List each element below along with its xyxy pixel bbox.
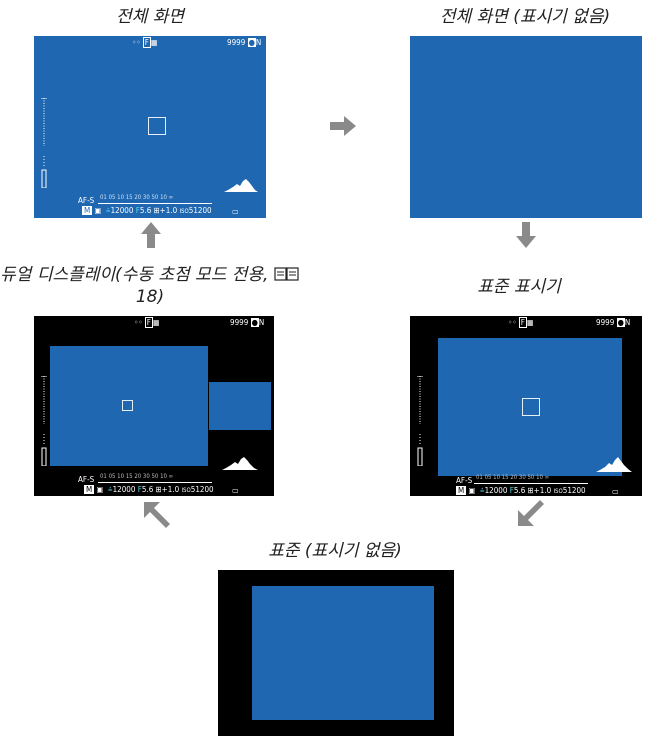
top-icons: ◦◦ F▦ (132, 37, 158, 48)
top-icons: ◦◦ F▦ (134, 317, 160, 328)
histogram (224, 179, 258, 192)
distance-scale: 01 05 10 15 20 30 50 10 ∞ (476, 474, 550, 481)
shots-remaining: 9999 ●N (230, 318, 265, 327)
shots-remaining: 9999 ●N (596, 318, 631, 327)
exposure-scale (41, 376, 47, 466)
arrow-down-icon (516, 222, 536, 248)
caption-standard: 표준 표시기 (477, 277, 561, 297)
arrow-down-left-icon (518, 500, 544, 526)
main-view (50, 346, 208, 466)
screen-dual: ◦◦ F▦ 9999 ●N AF-S 01 05 10 15 20 30 50 … (34, 316, 274, 496)
caption-dual-text: 듀얼 디스플레이(수동 초점 모드 전용, (0, 265, 274, 285)
exposure-scale (41, 98, 47, 188)
exposure-row: M ▣ ⩮12000 F5.6 ⊞+1.0 ISO51200 (82, 206, 212, 215)
top-icons: ◦◦ F▦ (508, 317, 534, 328)
histogram (222, 457, 258, 470)
distance-scale: 01 05 10 15 20 30 50 10 ∞ (100, 473, 174, 480)
battery-icon: ▭ (612, 487, 619, 496)
mode-badge: M (84, 485, 95, 494)
mode-badge: M (82, 206, 93, 215)
distance-bar (98, 203, 212, 204)
arrow-up-icon (141, 222, 161, 248)
caption-dual: 듀얼 디스플레이(수동 초점 모드 전용, 18) (0, 264, 300, 308)
main-view (252, 586, 434, 720)
screen-full-no-indicators (410, 36, 642, 218)
caption-full: 전체 화면 (116, 7, 184, 27)
distance-bar (98, 482, 212, 483)
af-mode: AF-S (78, 196, 95, 205)
battery-icon: ▭ (232, 486, 239, 495)
focus-zoom-view (209, 382, 271, 430)
battery-icon: ▭ (232, 207, 239, 216)
caption-standard-no-indicators: 표준 (표시기 없음) (268, 541, 402, 561)
arrow-up-left-icon (144, 502, 170, 528)
screen-full: ◦◦ F▦ 9999 ●N AF-S 01 05 10 15 20 30 50 … (34, 36, 266, 218)
main-view (438, 338, 622, 476)
caption-dual-page: 18) (135, 287, 165, 307)
focus-frame[interactable] (122, 400, 133, 411)
exposure-row: M ▣ ⩮12000 F5.6 ⊞+1.0 ISO51200 (456, 486, 586, 495)
exposure-row: M ▣ ⩮12000 F5.6 ⊞+1.0 ISO51200 (84, 485, 214, 494)
screen-standard-no-indicators (218, 570, 454, 736)
book-icon (274, 267, 299, 281)
focus-frame[interactable] (148, 117, 166, 135)
arrow-right-icon (330, 116, 356, 136)
screen-standard: ◦◦ F▦ 9999 ●N AF-S 01 05 10 15 20 30 50 … (410, 316, 642, 496)
shots-remaining: 9999 ●N (227, 38, 262, 47)
distance-scale: 01 05 10 15 20 30 50 10 ∞ (100, 194, 174, 201)
caption-full-no-indicators: 전체 화면 (표시기 없음) (439, 7, 611, 27)
af-mode: AF-S (456, 476, 473, 485)
focus-frame[interactable] (522, 398, 540, 416)
af-mode: AF-S (78, 475, 95, 484)
distance-bar (474, 483, 588, 484)
exposure-scale (417, 376, 423, 466)
mode-badge: M (456, 486, 467, 495)
histogram (596, 457, 632, 472)
